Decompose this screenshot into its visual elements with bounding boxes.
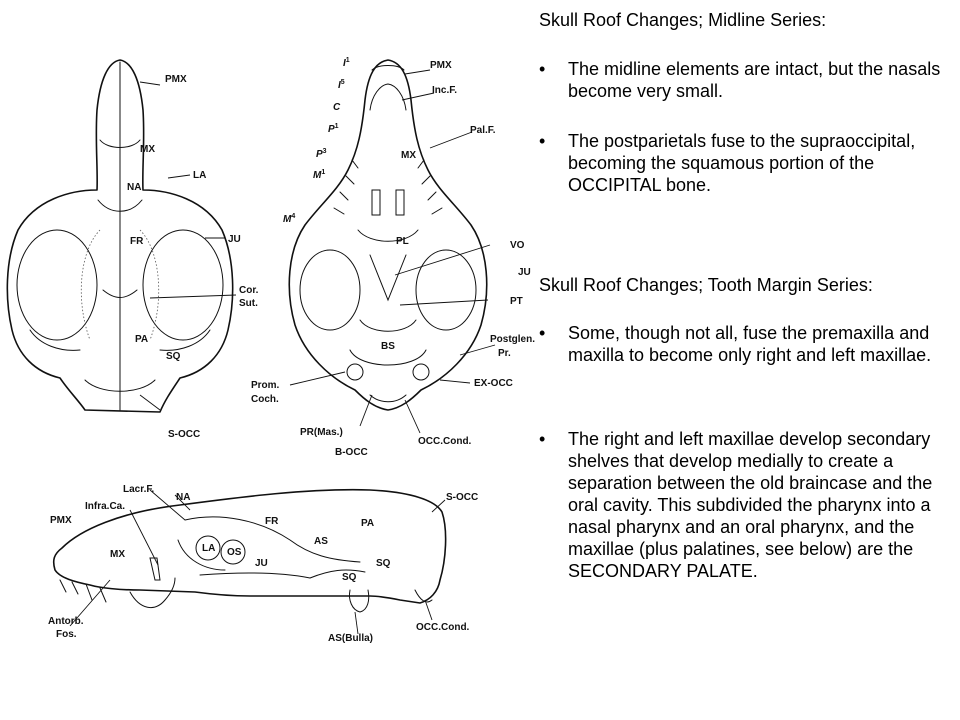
lateral-label-as-bulla: AS(Bulla): [328, 633, 373, 644]
dorsal-label-la: LA: [193, 170, 206, 181]
lateral-view-labels: Lacr.F. NA Infra.Ca. PMX MX LA OS FR AS …: [48, 484, 478, 644]
lateral-label-fos: Fos.: [56, 629, 77, 640]
bullet-mark: •: [539, 59, 546, 79]
lateral-label-sq: SQ: [342, 572, 357, 583]
bullet-premaxilla: • Some, though not all, fuse the premaxi…: [539, 323, 932, 365]
lateral-label-lacr-f: Lacr.F.: [123, 484, 154, 495]
midline-series-heading: Skull Roof Changes; Midline Series:: [539, 10, 827, 30]
lateral-label-ju: JU: [255, 558, 268, 569]
tooth-label-molar-4: M4: [283, 213, 295, 225]
ventral-label-ju: JU: [518, 267, 531, 278]
lateral-label-na: NA: [176, 492, 190, 503]
ventral-label-pl: PL: [396, 236, 409, 247]
ventral-label-pmx: PMX: [430, 60, 452, 71]
lateral-label-fr: FR: [265, 516, 279, 527]
dorsal-view-labels: PMX MX NA LA FR JU Cor. Sut. PA SQ S-OCC: [127, 74, 259, 440]
ventral-view-labels: PMX Inc.F. MX Pal.F. PL VO JU PT BS Post…: [251, 60, 535, 458]
ventral-label-bs: BS: [381, 341, 395, 352]
tooth-label-premolar-1: P1: [328, 123, 339, 135]
ventral-label-pal-f: Pal.F.: [470, 125, 496, 136]
tooth-label-incisor-5: I5: [338, 79, 345, 91]
ventral-label-ex-occ: EX-OCC: [474, 378, 513, 389]
ventral-label-mx: MX: [401, 150, 416, 161]
dorsal-label-pmx: PMX: [165, 74, 187, 85]
ventral-label-prom: Prom.: [251, 380, 280, 391]
dorsal-label-na: NA: [127, 182, 141, 193]
ventral-label-inc-f: Inc.F.: [432, 85, 457, 96]
lateral-label-sq-upper: SQ: [376, 558, 391, 569]
lateral-label-infra-ca: Infra.Ca.: [85, 501, 125, 512]
tooth-labels: I1 I5 C P1 P3 M1 M4: [283, 57, 350, 225]
bullet-mark: •: [539, 323, 546, 343]
bullet-mark: •: [539, 131, 546, 151]
tooth-label-canine: C: [333, 102, 341, 113]
ventral-label-coch: Coch.: [251, 394, 279, 405]
bullet-postparietals: • The postparietals fuse to the supraocc…: [539, 131, 916, 195]
dorsal-label-cor: Cor.: [239, 285, 259, 296]
lateral-label-la: LA: [202, 543, 215, 554]
skull-diagram: PMX MX NA LA FR JU Cor. Sut. PA SQ S-OCC: [6, 57, 535, 644]
dorsal-label-sq: SQ: [166, 351, 181, 362]
ventral-label-occ-cond: OCC.Cond.: [418, 436, 472, 447]
ventral-label-b-occ: B-OCC: [335, 447, 368, 458]
lateral-label-as: AS: [314, 536, 328, 547]
lateral-skull-view: [52, 488, 447, 635]
lateral-label-mx: MX: [110, 549, 125, 560]
lateral-label-s-occ: S-OCC: [446, 492, 478, 503]
dorsal-label-pa: PA: [135, 334, 148, 345]
dorsal-skull-view: [6, 59, 237, 413]
ventral-label-pr-mas: PR(Mas.): [300, 427, 343, 438]
bullet-nasals: • The midline elements are intact, but t…: [539, 59, 941, 101]
dorsal-label-sut: Sut.: [239, 298, 258, 309]
ventral-skull-view: [288, 59, 496, 434]
bullet-mark: •: [539, 429, 546, 449]
dorsal-label-ju: JU: [228, 234, 241, 245]
ventral-label-pr: Pr.: [498, 348, 511, 359]
ventral-label-postglen: Postglen.: [490, 334, 535, 345]
tooth-label-incisor-1: I1: [343, 57, 350, 69]
ventral-label-vo: VO: [510, 240, 525, 251]
dorsal-label-fr: FR: [130, 236, 144, 247]
bullet-secondary-palate: • The right and left maxillae develop se…: [539, 429, 933, 581]
tooth-margin-series-heading: Skull Roof Changes; Tooth Margin Series:: [539, 275, 873, 295]
lateral-label-occ-cond: OCC.Cond.: [416, 622, 470, 633]
lateral-label-antorb: Antorb.: [48, 616, 84, 627]
lateral-label-os: OS: [227, 547, 242, 558]
lateral-label-pmx: PMX: [50, 515, 72, 526]
ventral-label-pt: PT: [510, 296, 523, 307]
tooth-label-premolar-3: P3: [316, 148, 327, 160]
dorsal-label-mx: MX: [140, 144, 155, 155]
lateral-label-pa: PA: [361, 518, 374, 529]
tooth-label-molar-1: M1: [313, 169, 325, 181]
dorsal-label-s-occ: S-OCC: [168, 429, 200, 440]
